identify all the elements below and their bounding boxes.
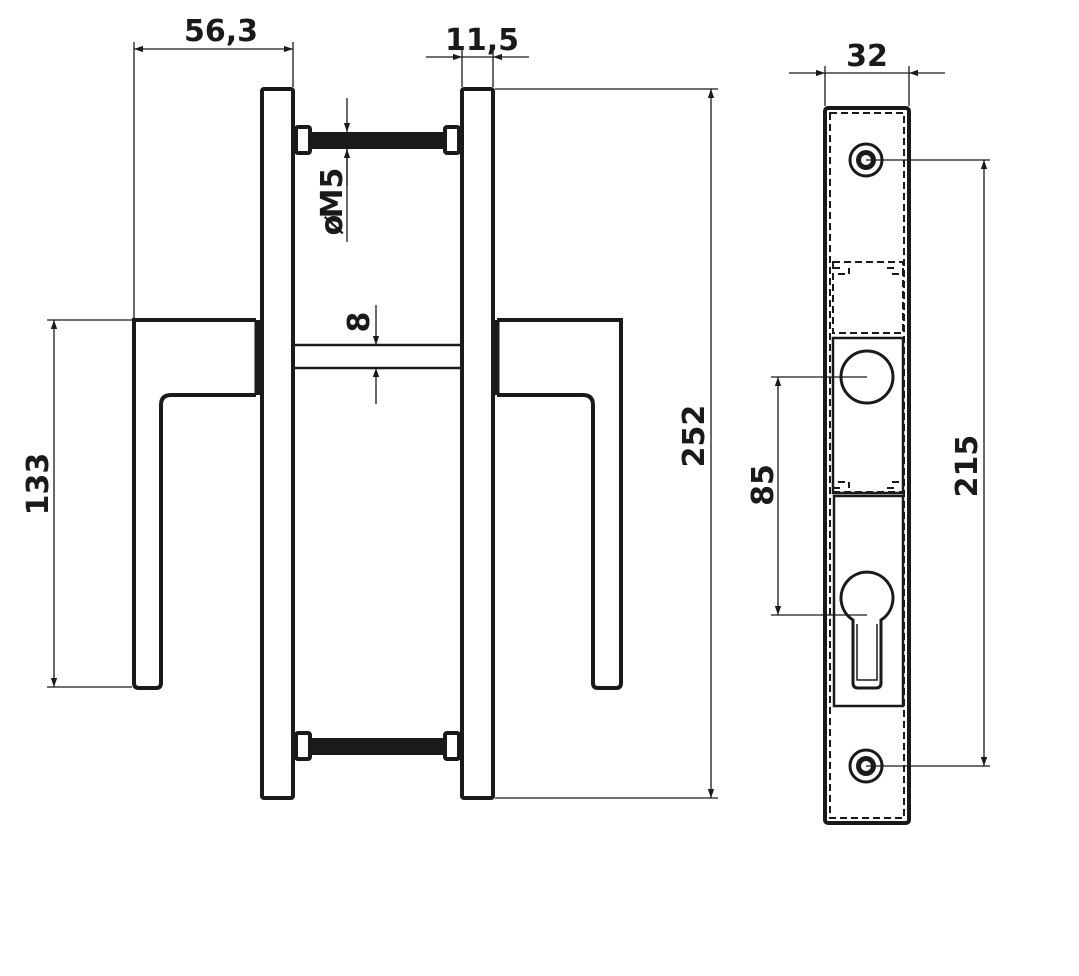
dim-plate-width xyxy=(789,66,945,106)
label-handle-height: 133 xyxy=(21,453,56,516)
label-spindle-size: 8 xyxy=(342,312,377,333)
cylinder-cutout xyxy=(839,570,895,690)
bottom-screw xyxy=(294,731,461,761)
front-view xyxy=(771,66,990,825)
dim-plate-length xyxy=(495,88,718,799)
dim-center-distance xyxy=(771,376,867,616)
label-diameter-symbol: ø xyxy=(315,215,350,236)
back-plate-front xyxy=(823,106,911,825)
right-back-plate xyxy=(460,87,495,800)
dim-handle-projection xyxy=(133,42,294,318)
label-rose-thickness: 11,5 xyxy=(445,23,519,58)
spindle xyxy=(295,343,460,370)
label-screw-thread: M5 xyxy=(315,168,350,219)
right-lever-handle xyxy=(497,318,623,690)
label-plate-width: 32 xyxy=(846,39,888,74)
dim-screw-spacing xyxy=(866,159,990,767)
dim-rose-thickness xyxy=(426,50,529,87)
side-view xyxy=(47,42,718,800)
label-screw-spacing: 215 xyxy=(950,435,985,498)
left-back-plate xyxy=(260,87,295,800)
left-lever-handle xyxy=(132,318,256,690)
label-center-distance: 85 xyxy=(746,464,781,506)
dim-handle-height xyxy=(47,319,132,688)
top-screw xyxy=(294,125,461,155)
label-handle-projection: 56,3 xyxy=(184,14,258,49)
label-plate-length: 252 xyxy=(677,405,712,468)
